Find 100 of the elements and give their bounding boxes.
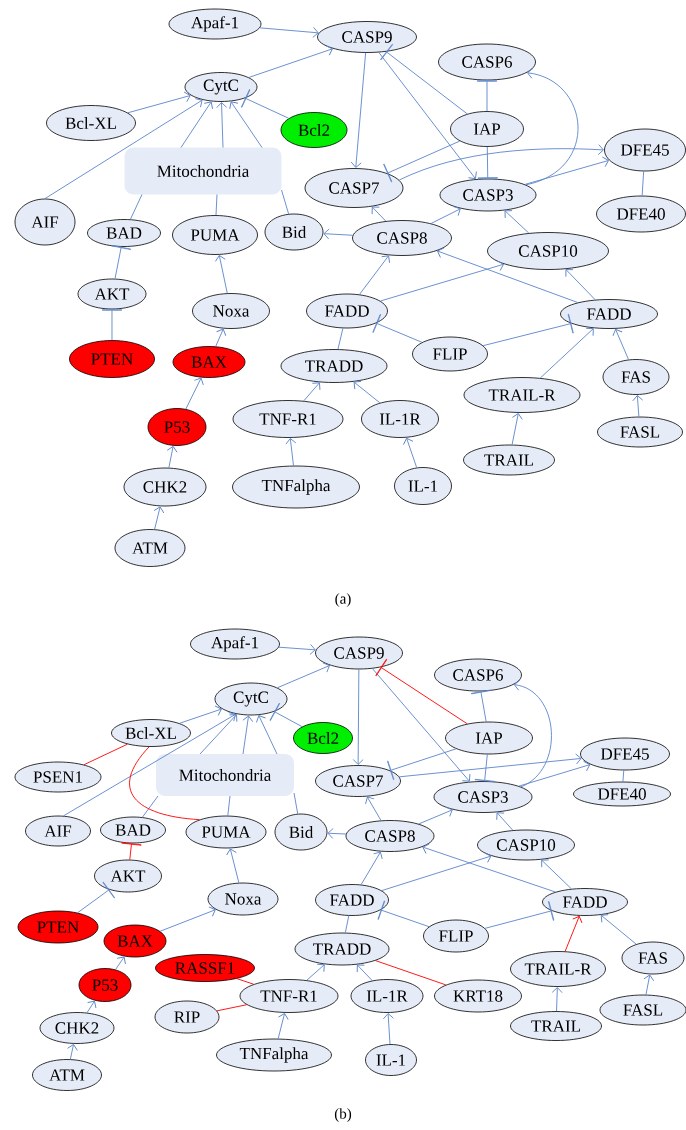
gene-node: CASP3 bbox=[433, 781, 533, 813]
gene-node: Bid bbox=[264, 213, 324, 251]
gene-node: AIF bbox=[25, 815, 91, 847]
inhibition-line bbox=[372, 314, 423, 343]
panel-label: (b) bbox=[334, 1108, 352, 1122]
arrow bbox=[199, 714, 238, 755]
arrow bbox=[259, 26, 319, 38]
arrow bbox=[278, 644, 316, 655]
inhibition-line bbox=[471, 689, 491, 723]
gene-node: Bcl-XL bbox=[46, 105, 136, 141]
arrow bbox=[226, 848, 240, 884]
gene-node: Noxa bbox=[192, 293, 270, 329]
arrow bbox=[323, 228, 354, 240]
arrow bbox=[256, 715, 278, 755]
arrow bbox=[159, 906, 216, 932]
connector-line bbox=[216, 1004, 248, 1012]
arrow bbox=[86, 1000, 97, 1014]
arrow bbox=[551, 987, 563, 1012]
gene-node: CASP9 bbox=[315, 636, 403, 670]
gene-node: Apaf-1 bbox=[168, 8, 262, 40]
gene-node: FADD bbox=[315, 884, 389, 916]
arrow bbox=[496, 812, 514, 831]
gene-node: PSEN1 bbox=[14, 761, 102, 793]
gene-node: CASP10 bbox=[477, 829, 575, 861]
arrow bbox=[565, 269, 596, 301]
gene-node: PUMA bbox=[172, 215, 258, 255]
gene-node: TRADD bbox=[280, 349, 388, 383]
arrow bbox=[422, 843, 556, 893]
inhibition-line bbox=[121, 842, 142, 861]
organelle-box: Mitochondria bbox=[124, 147, 282, 195]
inhibition-line bbox=[484, 901, 555, 929]
gene-node: TNF-R1 bbox=[239, 979, 339, 1013]
gene-node: TRAIL-R bbox=[463, 377, 581, 413]
connector-line bbox=[293, 792, 299, 815]
arrow bbox=[430, 206, 461, 224]
gene-node: Bcl-XL bbox=[111, 719, 191, 747]
gene-node: P53 bbox=[147, 408, 207, 446]
inhibition-line bbox=[482, 313, 574, 347]
connector-line bbox=[236, 978, 255, 985]
inhibition-line bbox=[387, 748, 457, 780]
arrow bbox=[511, 413, 523, 446]
arrow bbox=[350, 52, 367, 168]
connector-line bbox=[641, 170, 645, 197]
gene-node: CHK2 bbox=[39, 1012, 115, 1044]
panel-label: (a) bbox=[335, 593, 351, 607]
gene-node: CytC bbox=[214, 682, 288, 716]
gene-node: TNFalpha bbox=[216, 1038, 332, 1072]
gene-node: FLIP bbox=[412, 336, 488, 372]
gene-node: IAP bbox=[450, 111, 524, 147]
gene-node: RASSF1 bbox=[155, 954, 255, 982]
inhibition-line bbox=[477, 80, 497, 112]
gene-node: CASP3 bbox=[439, 178, 537, 212]
gene-node: IL-1R bbox=[361, 400, 439, 438]
arrow bbox=[359, 255, 391, 295]
arrow bbox=[539, 327, 594, 379]
connector-line bbox=[281, 189, 290, 215]
gene-node: Bcl2 bbox=[293, 722, 353, 754]
inhibition-line bbox=[241, 89, 290, 119]
inhibition-line bbox=[383, 140, 461, 183]
arrow bbox=[242, 715, 254, 755]
arrow bbox=[285, 438, 297, 467]
gene-node: TRADD bbox=[294, 932, 390, 966]
connector-line bbox=[215, 194, 218, 216]
arrow bbox=[353, 380, 381, 404]
gene-node: DFE40 bbox=[573, 781, 671, 807]
gene-node: FASL bbox=[599, 994, 686, 1026]
gene-node: CASP6 bbox=[438, 43, 536, 81]
arrow bbox=[360, 851, 383, 886]
gene-node: TRAIL-R bbox=[510, 951, 606, 987]
inhibition-line bbox=[477, 146, 498, 179]
arrow bbox=[643, 974, 655, 996]
gene-node: CASP6 bbox=[434, 658, 522, 692]
arrow bbox=[115, 956, 126, 970]
arrow bbox=[248, 45, 333, 78]
gene-node: DFE40 bbox=[596, 195, 686, 233]
inhibition-line bbox=[380, 43, 468, 115]
arrow bbox=[378, 52, 477, 180]
arrow bbox=[371, 206, 387, 222]
arrow bbox=[632, 395, 644, 418]
connector-line bbox=[622, 769, 625, 783]
arrow bbox=[524, 156, 609, 185]
gene-node: TNFalpha bbox=[232, 465, 360, 509]
gene-node: CASP9 bbox=[317, 21, 417, 53]
arrow bbox=[365, 796, 382, 821]
inhibition-line bbox=[111, 245, 132, 280]
connector-line bbox=[129, 746, 200, 821]
arrow bbox=[229, 101, 263, 148]
connector-line bbox=[129, 194, 143, 220]
arrow bbox=[372, 668, 471, 782]
gene-node: TNF-R1 bbox=[232, 400, 344, 438]
arrow bbox=[612, 328, 629, 360]
arrow bbox=[382, 1013, 394, 1045]
inhibition-line bbox=[377, 900, 430, 928]
gene-node: AKT bbox=[94, 859, 162, 893]
gene-node: Apaf-1 bbox=[190, 628, 280, 660]
gene-node: Bcl2 bbox=[280, 112, 348, 148]
arrow bbox=[44, 98, 203, 200]
inhibition-line bbox=[375, 659, 468, 725]
gene-node: Noxa bbox=[207, 882, 279, 916]
gene-node: FAS bbox=[621, 941, 685, 975]
